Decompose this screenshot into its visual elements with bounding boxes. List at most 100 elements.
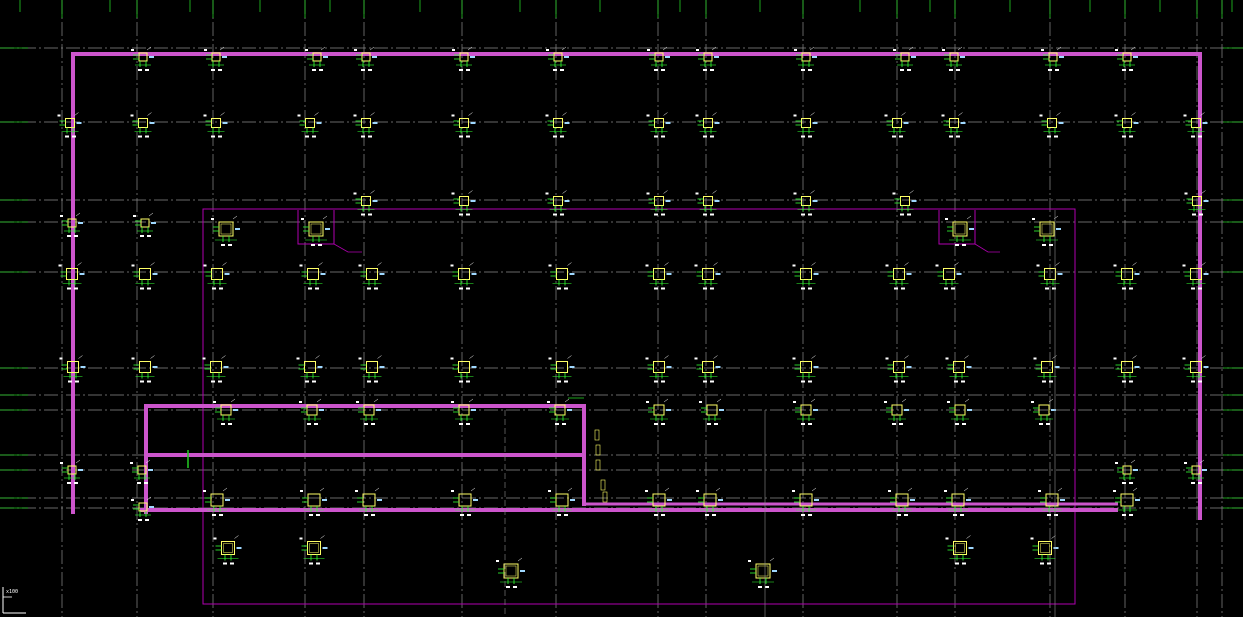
column-tag-mark [149,56,154,58]
column-tag-mark [1041,49,1044,51]
column-tag-mark [307,423,311,425]
column-tag-mark [506,586,510,588]
column-tag-mark [667,499,672,501]
column-tag-mark [666,273,672,275]
column-tag-mark [907,213,911,216]
column-tag-mark [765,586,769,588]
tag-leader [230,398,236,403]
column-tag-mark [145,135,149,138]
column-tag-mark [1049,244,1053,246]
column-symbol [1182,355,1209,383]
column-tag-mark [212,287,216,290]
column-symbol [646,190,671,216]
column-tag-mark [1047,562,1051,565]
column-tag-mark [801,213,805,216]
column-tag-mark [1049,380,1053,383]
column-tag-mark [1122,69,1126,71]
column-tag-mark [319,409,324,411]
column-tag-mark [553,213,557,216]
tag-leader [318,262,323,266]
column-tag-mark [646,192,650,195]
column-tag-mark [560,135,564,138]
column-tag-mark [792,490,795,492]
column-tag-mark [962,562,966,565]
column-tag-mark [364,514,368,516]
stair-leader [333,243,362,253]
column-tag-mark [233,409,238,411]
column-tag-mark [222,122,228,124]
tag-leader [468,190,473,194]
column-tag-mark [548,357,552,360]
column-outline [211,52,221,62]
tag-leader [715,487,721,492]
column-tag-mark [935,264,939,267]
column-tag-mark [645,264,649,267]
tag-leader [711,46,717,51]
column-tag-mark [911,200,917,202]
column-symbol [645,355,672,383]
column-tag-mark [564,200,570,202]
column-tag-mark [718,499,723,501]
tag-leader [469,262,474,266]
column-tag-mark [496,560,499,562]
column-tag-mark [361,213,365,216]
column-outline [652,493,666,507]
column-tag-mark [1129,380,1133,383]
column-tag-mark [665,200,671,202]
column-tag-mark [466,135,470,138]
tag-leader [664,355,669,359]
column-outline [1122,52,1132,62]
column-outline [703,196,713,206]
column-tag-mark [569,273,575,275]
column-symbol [1184,190,1209,216]
column-tag-mark [560,69,564,71]
tag-leader [1131,112,1136,116]
column-tag-mark [222,56,227,58]
column-symbol [794,46,817,71]
column-tag-mark [557,380,561,383]
column-tag-mark [311,244,315,246]
column-symbol [548,355,575,383]
column-symbol [203,487,230,516]
column-tag-mark [703,69,707,71]
column-outline [703,118,713,128]
column-tag-mark [703,213,707,216]
column-tag-mark [152,273,158,275]
tag-leader [370,112,375,116]
column-tag-mark [1113,264,1117,267]
tag-leader [1057,487,1063,492]
tag-leader [564,398,570,403]
column-tag-mark [450,357,454,360]
outer-wall [71,52,1202,520]
column-tag-mark [228,244,232,246]
column-tag-mark [131,357,135,360]
tag-leader [1201,355,1206,359]
column-tag-mark [459,380,463,383]
tag-leader [369,46,375,51]
column-tag-mark [1191,135,1195,138]
column-symbol [301,215,330,246]
column-tag-mark [1203,273,1209,275]
column-tag-mark [223,366,229,368]
column-tag-mark [714,200,720,202]
column-tag-mark [1135,499,1140,501]
column-outline [459,52,469,62]
column-tag-mark [569,366,575,368]
column-tag-mark [459,135,463,138]
wall-opening-mark [600,479,606,491]
column-tag-mark [140,235,144,237]
column-outline [1192,196,1202,206]
column-symbol [131,46,154,71]
column-tag-mark [1203,366,1209,368]
column-tag-mark [1133,469,1138,471]
column-tag-mark [555,423,559,425]
column-tag-mark [710,380,714,383]
column-tag-mark [353,192,357,195]
column-tag-mark [451,490,454,492]
column-tag-mark [72,135,76,138]
column-tag-mark [647,49,650,51]
column-tag-mark [131,499,134,501]
column-tag-mark [520,570,525,572]
column-tag-mark [944,490,947,492]
